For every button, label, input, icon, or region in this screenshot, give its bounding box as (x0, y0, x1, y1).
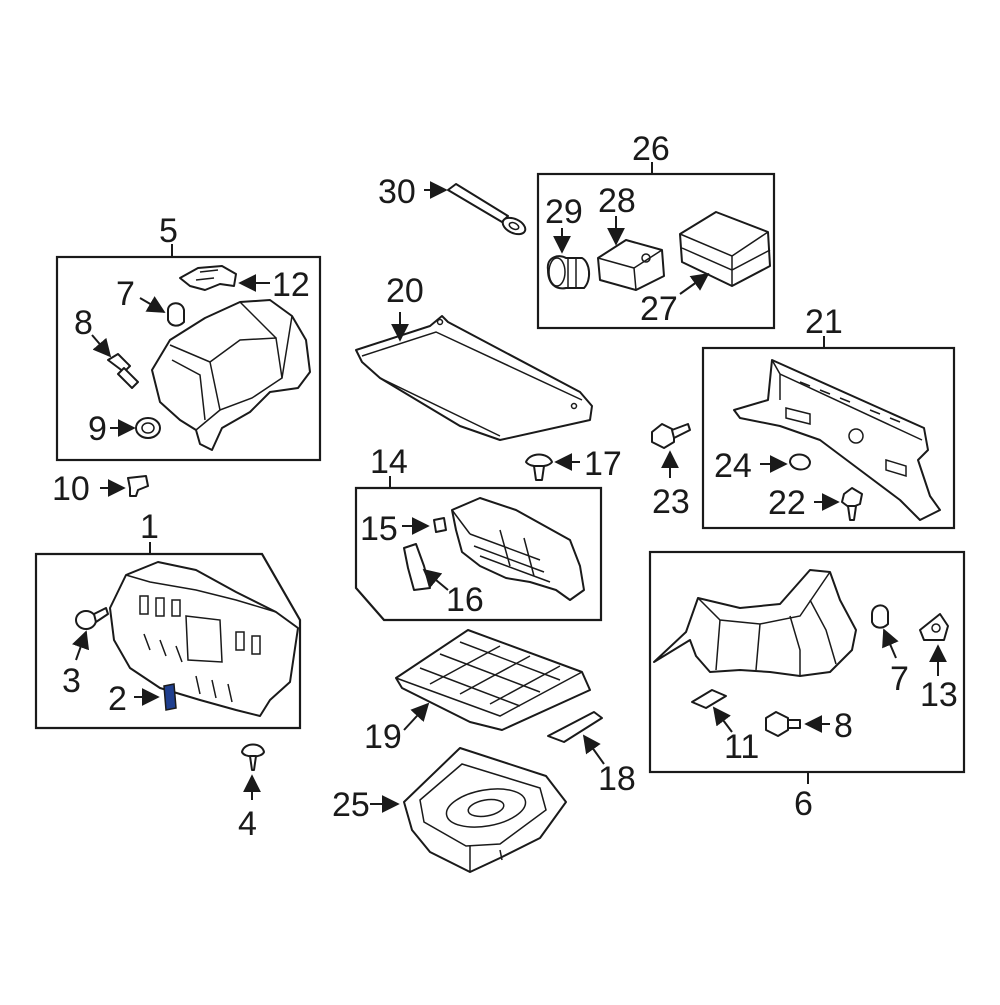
part-19: 19 (364, 629, 591, 756)
callout-28[interactable]: 28 (598, 182, 636, 220)
callout-9[interactable]: 9 (88, 410, 107, 448)
callout-30[interactable]: 30 (378, 173, 416, 211)
part-18-strip[interactable] (547, 711, 603, 743)
callout-23[interactable]: 23 (652, 483, 690, 521)
part-25-spare-tub[interactable] (403, 747, 567, 873)
part-18: 18 (547, 711, 636, 798)
callout-16[interactable]: 16 (446, 581, 484, 619)
part-4-pin[interactable] (241, 743, 265, 758)
part-3-clip[interactable] (75, 610, 97, 630)
part-8-bolt-right[interactable] (765, 711, 789, 737)
part-23-bolt[interactable] (651, 423, 675, 449)
part-4: 4 (238, 743, 265, 843)
callout-22[interactable]: 22 (768, 484, 806, 522)
group-26: 26 29 28 27 (536, 130, 776, 330)
part-10-rivet[interactable] (127, 475, 149, 497)
part-5-side-trim[interactable] (151, 299, 311, 451)
callout-11[interactable]: 11 (724, 728, 759, 766)
part-30-strap[interactable] (447, 183, 509, 223)
callout-5[interactable]: 5 (159, 212, 178, 250)
callout-26[interactable]: 26 (632, 130, 670, 168)
part-22-fastener[interactable] (841, 487, 863, 509)
group-5: 5 12 7 8 9 (55, 212, 322, 462)
callout-21[interactable]: 21 (805, 303, 843, 341)
group-14: 14 15 16 (354, 443, 603, 622)
callout-7-left[interactable]: 7 (116, 275, 135, 313)
part-1-rear-panel-trim[interactable] (109, 561, 299, 717)
part-10: 10 (52, 470, 149, 508)
part-20: 20 (355, 272, 593, 441)
callout-7-right[interactable]: 7 (890, 660, 909, 698)
part-7-clip-left[interactable] (167, 302, 185, 327)
part-25: 25 (332, 747, 567, 873)
callout-8-right[interactable]: 8 (834, 707, 853, 745)
callout-3[interactable]: 3 (62, 662, 81, 700)
group-26-box (536, 172, 776, 330)
callout-14[interactable]: 14 (370, 443, 408, 481)
callout-17[interactable]: 17 (584, 445, 622, 483)
part-17-pin[interactable] (525, 453, 553, 468)
callout-15[interactable]: 15 (360, 510, 398, 548)
part-11-pad[interactable] (691, 689, 727, 709)
part-20-trunk-mat[interactable] (355, 315, 593, 441)
callout-2[interactable]: 2 (108, 680, 127, 718)
part-9-washer[interactable] (135, 417, 161, 439)
part-30: 30 (378, 173, 527, 236)
group-21-box (701, 346, 956, 530)
part-28-compressor[interactable] (597, 239, 665, 291)
callout-12[interactable]: 12 (272, 266, 310, 304)
callout-1[interactable]: 1 (140, 508, 159, 546)
callout-25[interactable]: 25 (332, 786, 370, 824)
group-5-box (55, 255, 322, 462)
part-27-kit-case[interactable] (679, 211, 771, 287)
group-21: 21 24 22 (701, 303, 956, 530)
part-7-clip-right[interactable] (871, 604, 889, 629)
callout-18[interactable]: 18 (598, 760, 636, 798)
group-14-box (354, 486, 603, 622)
part-17: 17 (525, 445, 622, 483)
part-19-floor-board[interactable] (395, 629, 591, 731)
group-1: 1 2 3 (34, 508, 302, 730)
callout-20[interactable]: 20 (386, 272, 424, 310)
part-16-pad[interactable] (403, 543, 431, 591)
callout-24[interactable]: 24 (714, 447, 752, 485)
part-21-scuff-plate[interactable] (733, 359, 941, 521)
part-23: 23 (651, 423, 691, 521)
callout-19[interactable]: 19 (364, 718, 402, 756)
part-13-bracket[interactable] (919, 613, 949, 641)
group-1-box (34, 552, 302, 730)
callout-27[interactable]: 27 (640, 290, 678, 328)
callout-13[interactable]: 13 (920, 676, 958, 714)
part-15-clip[interactable] (433, 517, 447, 533)
callout-29[interactable]: 29 (545, 193, 583, 231)
callout-6[interactable]: 6 (794, 785, 813, 823)
callout-10[interactable]: 10 (52, 470, 90, 508)
part-24-plug[interactable] (789, 453, 811, 471)
callout-8-left[interactable]: 8 (74, 304, 93, 342)
part-2-label-highlight[interactable] (163, 683, 177, 711)
group-6: 6 7 13 11 8 (648, 550, 966, 823)
callout-4[interactable]: 4 (238, 805, 257, 843)
